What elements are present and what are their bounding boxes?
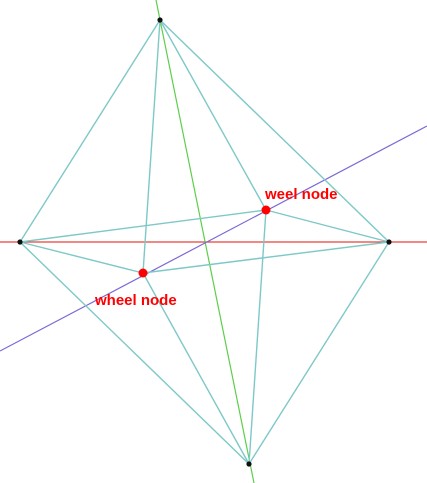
edge-left-back: [19, 209, 267, 243]
edges: [19, 19, 390, 465]
edge-bottom-right: [248, 241, 390, 465]
edge-bottom-back: [248, 209, 267, 465]
lower-node-label: wheel node: [94, 292, 177, 309]
edge-top-left: [19, 19, 161, 243]
vertex-nodes: [17, 17, 392, 467]
green-axis: [155, 0, 255, 483]
bottom-node: [246, 461, 252, 467]
edge-left-front: [19, 241, 144, 274]
edge-top-front: [142, 19, 161, 274]
edge-right-back: [265, 209, 390, 243]
edge-top-right: [159, 19, 390, 243]
edge-bottom-left: [19, 241, 250, 465]
edge-top-back: [159, 19, 267, 211]
upper-node-label: weel node: [264, 186, 338, 203]
lower-wheel-node: [138, 268, 148, 278]
purple-axis: [0, 125, 427, 352]
top-node: [157, 17, 163, 23]
edge-bottom-front: [142, 272, 250, 465]
upper-wheel-node: [261, 205, 271, 215]
left-node: [17, 239, 23, 245]
right-node: [386, 239, 392, 245]
edge-right-front: [142, 241, 390, 274]
